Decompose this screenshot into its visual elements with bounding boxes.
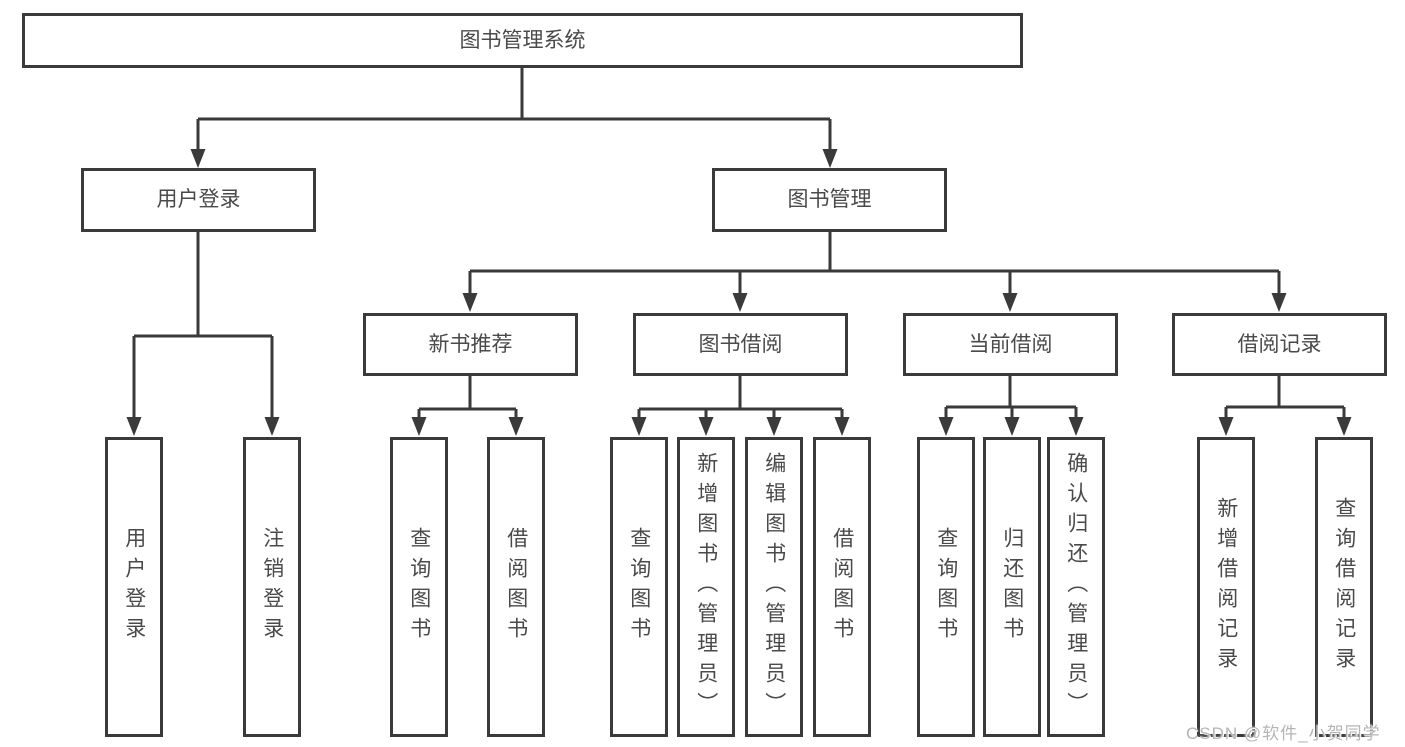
- node-label: 查询借阅记录: [1332, 497, 1356, 677]
- connector-user-login-to-leaves: [132, 231, 274, 420]
- node-book-borrowing: 图书借阅: [633, 313, 848, 376]
- node-leaf-search-books-current: 查询图书: [917, 437, 975, 737]
- node-label: 新增借阅记录: [1214, 497, 1238, 677]
- node-label: 编辑图书（管理员）: [762, 452, 786, 722]
- node-label: 当前借阅: [968, 332, 1053, 356]
- node-label: 图书管理: [787, 188, 872, 212]
- node-label: 新书推荐: [428, 332, 513, 356]
- node-leaf-borrow-books-borrowing: 借阅图书: [813, 437, 871, 737]
- node-label: 注销登录: [260, 527, 284, 647]
- node-leaf-search-books-newbooks: 查询图书: [390, 437, 448, 737]
- connector-new-books-to-leaves: [417, 375, 518, 420]
- node-label: 借阅图书: [830, 527, 854, 647]
- node-leaf-add-books-admin: 新增图书（管理员）: [677, 437, 735, 737]
- node-leaf-logout: 注销登录: [243, 437, 301, 737]
- node-leaf-search-books-borrowing: 查询图书: [610, 437, 668, 737]
- node-leaf-borrow-books-newbooks: 借阅图书: [487, 437, 545, 737]
- csdn-watermark: CSDN @软件_小贺同学: [1186, 724, 1381, 743]
- connector-current-borrow-to-leaves: [944, 375, 1078, 420]
- node-label: 借阅记录: [1237, 332, 1322, 356]
- node-borrow-records: 借阅记录: [1172, 313, 1387, 376]
- connector-borrow-records-to-leaves: [1224, 375, 1346, 420]
- node-label: 查询图书: [407, 527, 431, 647]
- node-label: 图书借阅: [698, 332, 783, 356]
- node-label: 用户登录: [156, 188, 241, 212]
- node-root-library-system: 图书管理系统: [22, 13, 1023, 68]
- node-leaf-add-borrow-record: 新增借阅记录: [1197, 437, 1255, 737]
- node-leaf-confirm-return-admin: 确认归还（管理员）: [1047, 437, 1105, 737]
- node-new-book-recommend: 新书推荐: [363, 313, 578, 376]
- node-label: 借阅图书: [504, 527, 528, 647]
- connector-book-mgmt-to-level3: [468, 231, 1281, 296]
- node-label: 新增图书（管理员）: [694, 452, 718, 722]
- node-user-login: 用户登录: [81, 168, 316, 232]
- node-label: 归还图书: [1000, 527, 1024, 647]
- node-current-borrowing: 当前借阅: [903, 313, 1118, 376]
- node-leaf-return-books: 归还图书: [983, 437, 1041, 737]
- node-label: 确认归还（管理员）: [1064, 452, 1088, 722]
- node-label: 查询图书: [627, 527, 651, 647]
- node-book-management: 图书管理: [712, 168, 947, 232]
- node-leaf-search-borrow-record: 查询借阅记录: [1315, 437, 1373, 737]
- connector-book-borrow-to-leaves: [637, 375, 844, 420]
- node-label: 图书管理系统: [459, 28, 586, 52]
- connector-root-to-level2: [196, 67, 832, 152]
- node-label: 用户登录: [122, 527, 146, 647]
- node-label: 查询图书: [934, 527, 958, 647]
- node-leaf-user-login: 用户登录: [105, 437, 163, 737]
- node-leaf-edit-books-admin: 编辑图书（管理员）: [745, 437, 803, 737]
